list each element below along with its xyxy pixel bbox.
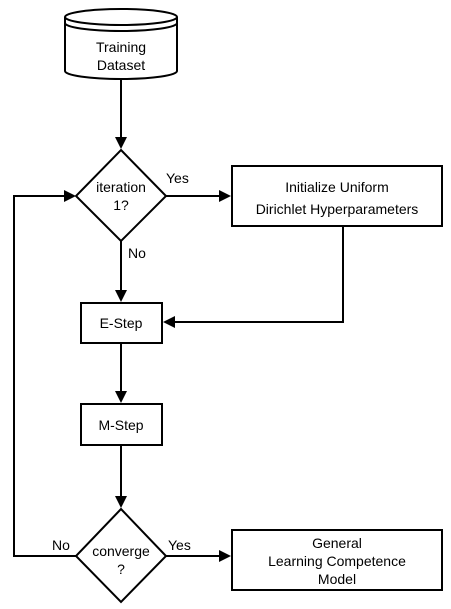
initialize-hyperparameters-label-line-1: Initialize Uniform	[285, 179, 388, 195]
converge-yes-label: Yes	[168, 537, 191, 553]
edge-dataset-to-iteration	[115, 78, 127, 149]
edge-converge-yes	[166, 550, 231, 562]
m-step-node: M-Step	[80, 403, 163, 446]
initialize-hyperparameters-label-line-2: Dirichlet Hyperparameters	[256, 201, 419, 217]
e-step-label: E-Step	[100, 315, 143, 331]
edge-mstep-to-converge	[115, 445, 127, 508]
m-step-label: M-Step	[98, 417, 143, 433]
training-dataset-label-line-1: Training	[96, 39, 146, 55]
edge-converge-no-loop	[13, 190, 76, 557]
converge-no-label: No	[52, 537, 70, 553]
competence-model-label-line-2: Learning Competence	[268, 553, 406, 569]
converge-decision-label-line-2: ?	[117, 561, 125, 577]
iteration-no-label: No	[128, 245, 146, 261]
edge-init-to-estep	[163, 226, 344, 328]
converge-decision-label-line-1: converge	[92, 543, 150, 559]
converge-decision-node: converge ?	[74, 507, 168, 604]
iteration-yes-label: Yes	[166, 170, 189, 186]
initialize-hyperparameters-node: Initialize Uniform Dirichlet Hyperparame…	[231, 165, 443, 227]
training-dataset-node: Training Dataset	[64, 8, 178, 80]
edge-estep-to-mstep	[115, 343, 127, 403]
e-step-node: E-Step	[80, 302, 163, 344]
iteration-decision-label-line-1: iteration	[96, 179, 146, 195]
edge-iteration-no	[115, 241, 127, 302]
iteration-decision-label-line-2: 1?	[113, 197, 129, 213]
iteration-decision-node: iteration 1?	[74, 148, 168, 243]
competence-model-node: General Learning Competence Model	[231, 529, 443, 591]
competence-model-label-line-1: General	[312, 535, 362, 551]
training-dataset-label-line-2: Dataset	[97, 57, 145, 73]
competence-model-label-line-3: Model	[318, 571, 356, 587]
edge-iteration-yes	[166, 190, 231, 202]
